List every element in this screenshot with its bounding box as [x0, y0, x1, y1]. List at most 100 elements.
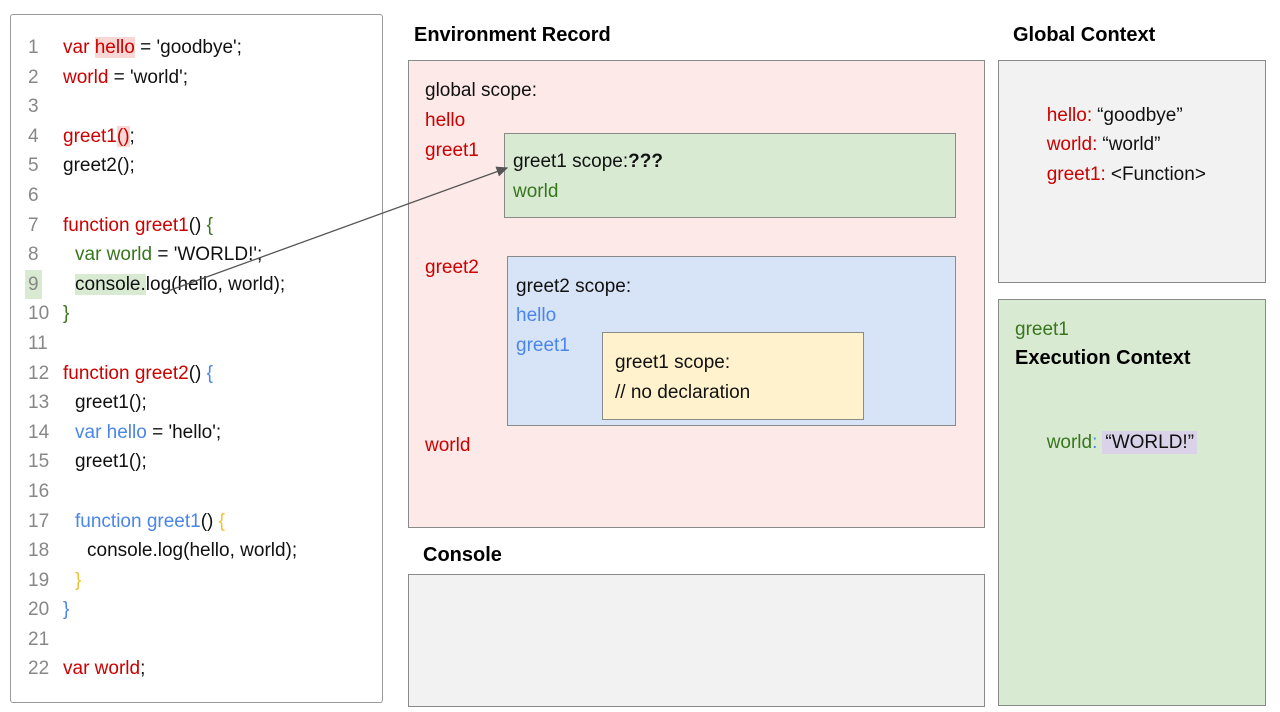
line-number-digit: 3	[28, 96, 39, 118]
code-token: = 'WORLD!';	[152, 244, 263, 266]
code-token: ()	[188, 214, 207, 236]
global-scope-label: global scope:	[425, 80, 537, 101]
code-text: }	[63, 595, 69, 625]
execution-context-box: greet1 Execution Context world:“WORLD!”	[998, 299, 1266, 706]
code-token: ;	[129, 125, 135, 147]
code-line: 21	[25, 625, 382, 655]
line-number: 3	[25, 92, 63, 122]
line-number-digit: 15	[28, 451, 50, 473]
code-line: 12 function greet2() {	[25, 359, 382, 389]
code-token: }	[75, 569, 82, 591]
line-number-digit: 7	[28, 214, 39, 236]
line-number: 9	[25, 269, 63, 300]
greet1-scope-var-world: world	[513, 181, 559, 202]
code-token: }	[63, 303, 70, 325]
line-number: 17	[25, 507, 63, 537]
gc-entry-name: hello:	[1046, 105, 1093, 126]
line-number-digit: 14	[28, 421, 50, 443]
environment-record-heading: Environment Record	[414, 24, 611, 46]
execution-context-world-entry: world:“WORLD!”	[1015, 405, 1198, 480]
code-text: }	[63, 299, 69, 329]
code-text: world = 'world';	[63, 63, 188, 93]
code-token: var hello	[75, 421, 147, 443]
greet1-scope-unknown: ???	[628, 151, 663, 172]
global-context-box: hello:“goodbye” world:“world” greet1:<Fu…	[998, 60, 1266, 283]
line-number-digit: 4	[28, 125, 39, 147]
code-token: console.log(hello, world);	[87, 540, 298, 562]
line-number: 21	[25, 625, 63, 655]
code-text: console.log(hello, world);	[63, 536, 297, 566]
code-token: console.	[75, 273, 146, 295]
code-text: greet1();	[63, 447, 147, 477]
code-line: 16	[25, 477, 382, 507]
code-line: 14 var hello = 'hello';	[25, 418, 382, 448]
code-text: var hello = 'hello';	[63, 418, 221, 448]
code-token: greet1();	[75, 392, 147, 414]
code-token: }	[63, 599, 70, 621]
gc-entry-name: greet1:	[1046, 164, 1106, 185]
code-text: console.log(hello, world);	[63, 270, 285, 300]
code-line: 6	[25, 181, 382, 211]
execution-context-function-name: greet1	[1015, 319, 1069, 340]
code-token: greet1	[63, 125, 117, 147]
line-number-digit: 12	[28, 362, 50, 384]
line-number: 7	[25, 211, 63, 241]
greet2-scope-box: greet2 scope: hello greet1 greet1 scope:…	[507, 256, 956, 426]
greet1-scope-title: greet1 scope:???	[513, 149, 663, 174]
line-number-digit: 18	[28, 540, 50, 562]
code-line: 19}	[25, 566, 382, 596]
code-line: 2 world = 'world';	[25, 63, 382, 93]
line-number: 2	[25, 63, 63, 93]
line-number-digit: 21	[28, 628, 50, 650]
code-token: function greet2	[63, 362, 189, 384]
line-number: 13	[25, 388, 63, 418]
code-line: 20}	[25, 595, 382, 625]
line-number-digit: 2	[28, 66, 39, 88]
greet2-scope-var-greet1: greet1	[516, 335, 570, 356]
code-token: ()	[200, 510, 219, 532]
code-token: log(hello, world);	[145, 273, 286, 295]
code-text: var world;	[63, 654, 145, 684]
code-line: 18 console.log(hello, world);	[25, 536, 382, 566]
line-number: 22	[25, 654, 63, 684]
code-token: = 'world';	[108, 66, 188, 88]
line-number: 1	[25, 33, 63, 63]
greet1-scope-title-text: greet1 scope:	[513, 151, 629, 172]
env-var-world: world	[425, 435, 471, 456]
code-text: var world = 'WORLD!';	[63, 240, 262, 270]
code-token: var world	[63, 658, 141, 680]
code-line: 3	[25, 92, 382, 122]
gc-entry-value: <Function>	[1110, 164, 1206, 185]
line-number-digit: 5	[28, 155, 39, 177]
line-number: 8	[25, 240, 63, 270]
greet1-scope-box: greet1 scope:??? world	[504, 133, 956, 218]
code-token: {	[206, 214, 213, 236]
gc-entry-name: world:	[1046, 134, 1098, 155]
code-text: greet2();	[63, 151, 135, 181]
code-text: greet1();	[63, 122, 135, 152]
gc-entry: world:“world”	[1015, 107, 1161, 182]
env-var-greet2: greet2	[425, 257, 479, 278]
code-panel: 1 var hello = 'goodbye'; 2 world = 'world';…	[10, 14, 383, 703]
code-token: = 'goodbye';	[134, 37, 242, 58]
gc-entry: hello:“goodbye”	[1015, 78, 1183, 153]
console-heading: Console	[423, 544, 502, 566]
line-number: 4	[25, 122, 63, 152]
execution-context-label: Execution Context	[1015, 347, 1191, 369]
ec-var-name: world	[1046, 432, 1093, 453]
line-number: 14	[25, 418, 63, 448]
ec-var-value: “WORLD!”	[1102, 431, 1198, 454]
code-token: var world	[75, 244, 153, 266]
line-number: 10	[25, 299, 63, 329]
code-line: 15 greet1();	[25, 447, 382, 477]
greet2-scope-title: greet2 scope:	[516, 276, 632, 297]
code-token: ;	[140, 658, 146, 680]
code-token: hello	[94, 37, 135, 58]
line-number-digit: 9	[25, 269, 42, 300]
line-number-digit: 1	[28, 37, 39, 58]
code-text: function greet2() {	[63, 359, 213, 389]
code-token: var	[63, 37, 95, 58]
